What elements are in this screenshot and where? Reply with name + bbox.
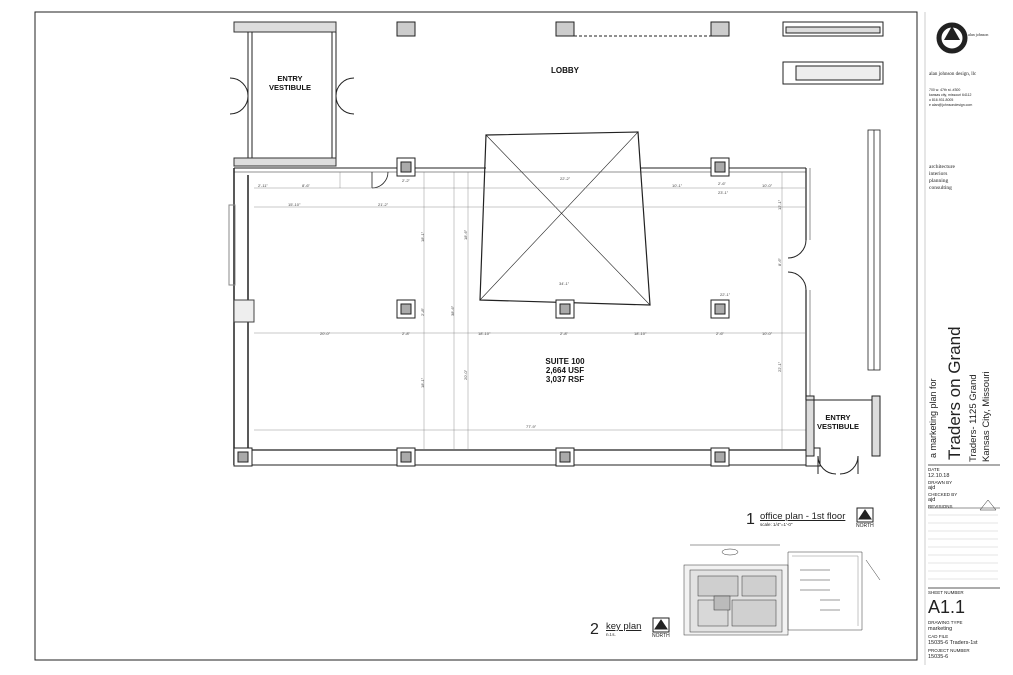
sheet-number: A1.1 [928,597,966,617]
dimension-text: 2'-11" [258,183,268,188]
right-entry-vestibule [787,239,881,475]
lobby-label: LOBBY [551,66,579,75]
drawing-2-number: 2 [590,621,599,638]
drawing-type-label: DRAWING TYPE [928,620,963,625]
dimension-text: 18'-1" [420,377,425,388]
firm-service-3: planning [929,178,949,184]
suite-usf: 2,664 USF [545,366,585,375]
drawing-1-title: office plan - 1st floor [760,511,846,522]
drawing-2-north-label: NORTH [652,633,670,639]
firm-service-1: architecture [929,164,955,170]
project-address-1: Traders- 1125 Grand [968,374,979,462]
key-plan-thumbnail [683,544,881,636]
suite-rsf: 3,037 RSF [545,375,585,384]
dimension-text: 8'-6" [777,258,782,266]
drawing-2-title: key plan [606,621,642,632]
project-number: 15035-6 [928,654,949,660]
dimension-text: 18'-10" [478,331,491,336]
drawing-1-number: 1 [746,511,755,528]
atrium-skylight [479,131,651,306]
north-arrow-icon [856,507,874,523]
firm-address-4: e alan@johnsondesign.com [929,103,973,107]
dimension-lines [254,172,806,450]
checked-by-value: ajd [928,497,936,503]
date-label: DATE [928,467,940,472]
sheet-border [34,11,918,661]
dimension-text: 23'-1" [718,190,729,195]
firm-service-4: consulting [929,185,952,191]
dimension-text: 2'-2" [402,178,410,183]
dimension-text: 8'-6" [302,183,310,188]
entry-vestibule-right-label-1: ENTRY [825,413,851,422]
revisions-label: REVISIONS [928,504,953,509]
entry-vestibule-top-label-1: ENTRY [277,74,303,83]
dimension-text: 77'-9" [526,424,537,429]
north-arrow-key-icon [652,617,670,633]
dimension-text: 10'-0" [762,331,773,336]
dimension-text: 21'-2" [378,202,389,207]
dimension-text: 2'-8" [560,331,568,336]
dimension-text: 20'-0" [320,331,331,336]
dimension-text: 18'-10" [634,331,647,336]
entry-vestibule-top-label-2: VESTIBULE [268,83,312,92]
lobby-walls [396,21,884,85]
title-block-graphics [928,22,1000,589]
project-pre-title: a marketing plan for [928,378,938,458]
entry-vestibule-right-label-2: VESTIBULE [816,422,860,431]
columns [233,157,821,467]
dimension-text: 2'-8" [420,308,425,316]
dimension-text: 2'-6" [716,331,724,336]
project-name: Traders on Grand [945,326,964,460]
dimension-text: 2'-6" [718,181,726,186]
cad-file: 15035-6 Traders-1st [928,640,978,646]
interior-door [371,171,389,189]
drawing-type: marketing [928,626,953,632]
dimension-text: 2'-8" [402,331,410,336]
dimension-text: 20'-0" [463,369,468,380]
cad-file-label: CAD FILE [928,634,949,639]
project-number-label: PROJECT NUMBER [928,648,970,653]
firm-service-2: interiors [929,171,948,177]
dimension-text: 34'-1" [559,281,570,286]
sheet-number-label: SHEET NUMBER [928,590,964,595]
firm-address-2: kansas city, missouri 64112 [929,93,972,97]
project-address-2: Kansas City, Missouri [981,371,992,462]
building-edge-right [867,129,881,371]
dimension-text: 22'-2" [560,176,571,181]
dimension-text: 12'-1" [777,199,782,210]
firm-address-3: o 816.931.8005 [929,98,954,102]
top-entry-vestibule [229,21,355,167]
dimension-text: 22'-1" [777,361,782,372]
drawing-2-scale: n.t.s. [606,632,616,637]
checked-by-label: CHECKED BY [928,492,958,497]
firm-address-1: 700 w. 47th st. #300 [929,88,961,92]
dimension-text: 22'-1" [720,292,731,297]
firm-logo-text: alan johnson [968,32,989,37]
drawn-by-value: ajd [928,485,936,491]
dimension-text: 15'-10" [288,202,301,207]
drawn-by-label: DRAWN BY [928,480,953,485]
date-value: 12.10.18 [928,473,950,479]
dimension-text: 18'-1" [420,231,425,242]
suite-name: SUITE 100 [545,357,585,366]
firm-name: alan johnson design, llc [929,72,977,77]
dimension-text: 10'-0" [762,183,773,188]
drawing-1-scale: scale: 1/4"=1'-0" [760,522,793,527]
dimension-text: 18'-6" [463,229,468,240]
dimension-text: 38'-6" [450,305,455,316]
dimension-text: 10'-1" [672,183,683,188]
drawing-1-north-label: NORTH [856,523,874,529]
